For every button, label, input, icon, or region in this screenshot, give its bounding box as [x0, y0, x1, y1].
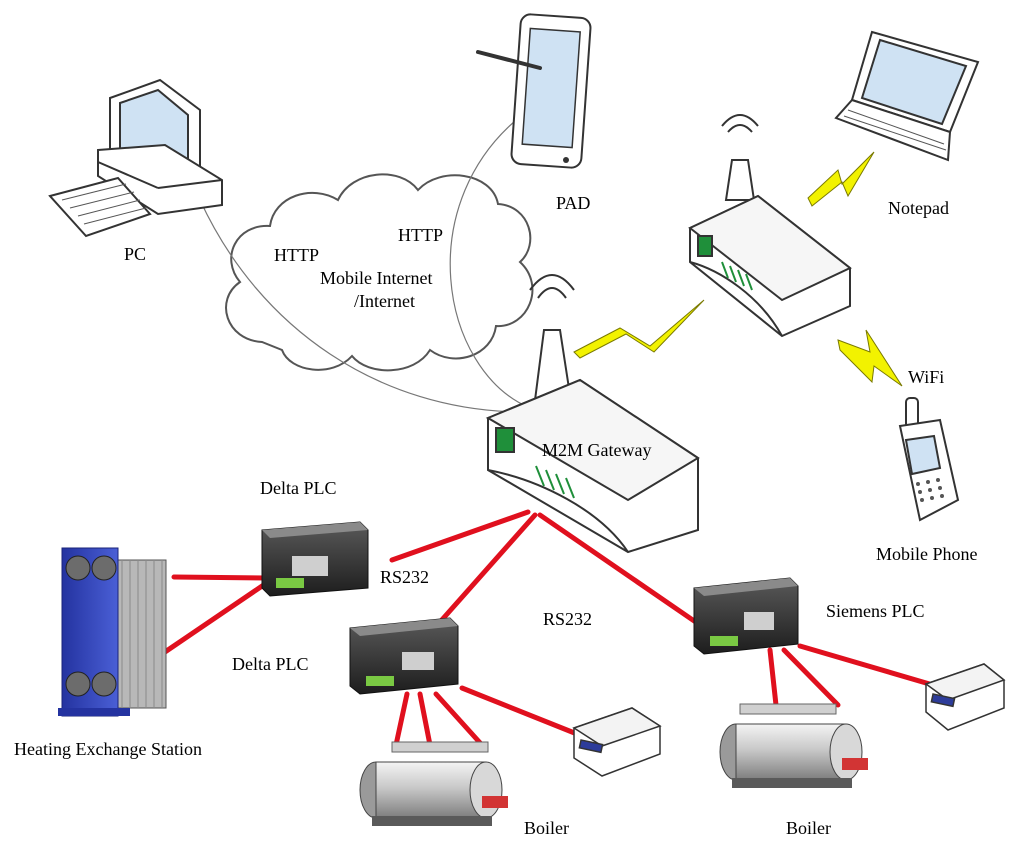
delta-plc-bottom-label: Delta PLC: [232, 654, 309, 674]
tablet-icon: [476, 13, 592, 169]
internet-cloud: [225, 173, 534, 372]
heating-exchange-station-label: Heating Exchange Station: [14, 739, 202, 759]
delta-plc-top-icon: [261, 521, 369, 597]
boiler-right-icon: [719, 703, 868, 788]
m2m-gateway-icon: [485, 274, 700, 554]
wifi-label: WiFi: [908, 367, 945, 387]
rs232-label-center: RS232: [543, 609, 593, 629]
internet-label-line2: /Internet: [354, 291, 415, 311]
pc-label: PC: [124, 244, 147, 264]
delta-plc-bottom-icon: [349, 617, 459, 695]
display-meter-left-icon: [572, 707, 662, 777]
http-label-left: HTTP: [274, 245, 319, 265]
pc-icon: [48, 78, 223, 238]
laptop-icon: [834, 30, 980, 162]
http-label-right: HTTP: [398, 225, 443, 245]
internet-label-line1: Mobile Internet: [320, 268, 433, 288]
wireless-link-notepad: [807, 151, 875, 207]
delta-plc-top-label: Delta PLC: [260, 478, 337, 498]
serial-links: [159, 509, 953, 748]
siemens-plc-icon: [693, 577, 799, 655]
rs232-label-left: RS232: [380, 567, 430, 587]
wireless-link-phone: [837, 329, 903, 387]
pad-label: PAD: [556, 193, 591, 213]
mobile-phone-label: Mobile Phone: [876, 544, 978, 564]
notepad-label: Notepad: [888, 198, 949, 218]
display-meter-right-icon: [924, 663, 1006, 731]
wifi-router-icon: [688, 114, 852, 338]
siemens-plc-label: Siemens PLC: [826, 601, 925, 621]
boiler-right-label: Boiler: [786, 818, 831, 838]
boiler-left-label: Boiler: [524, 818, 569, 838]
wireless-link-gateway-router: [573, 299, 705, 359]
m2m-gateway-label: M2M Gateway: [542, 440, 652, 460]
heat-exchanger-icon: [58, 547, 167, 717]
boiler-left-icon: [359, 741, 508, 826]
mobile-phone-icon: [898, 397, 960, 522]
